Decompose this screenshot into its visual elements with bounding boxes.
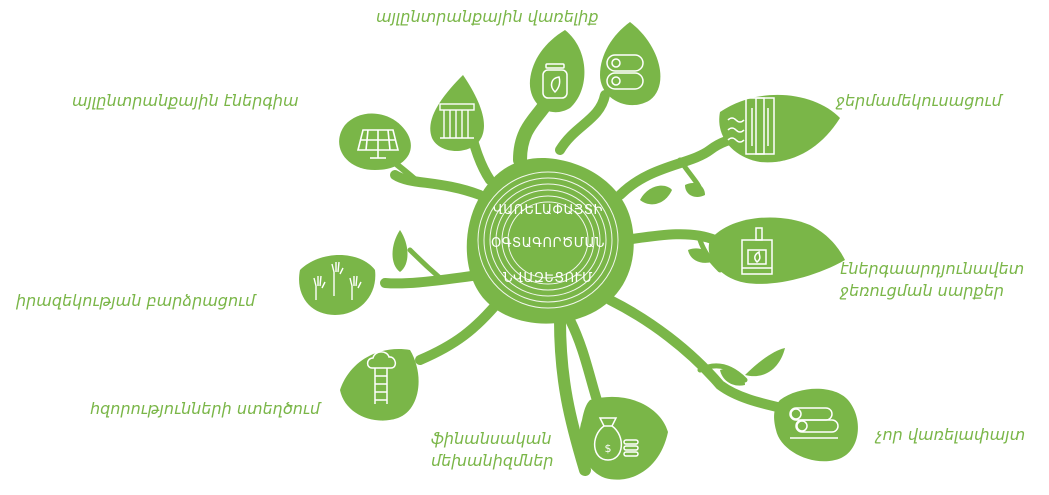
leaf-solar-collector xyxy=(430,75,484,152)
label-financial-mechanisms-line2: մեխանիզմներ xyxy=(431,451,554,470)
leaf-insulation xyxy=(719,94,840,163)
money-bag-icon: $ xyxy=(594,417,639,461)
label-alternative-fuel: այլընտրանքային վառելիք xyxy=(376,7,599,26)
leaf-solar-panel xyxy=(339,113,411,170)
leaf-raised-hands xyxy=(299,255,376,315)
label-efficient-stoves: էներգաարդյունավետ ջեռուցման սարքեր xyxy=(840,258,1024,302)
leaf-ladder-cloud xyxy=(340,349,419,421)
label-efficient-stoves-line1: էներգաարդյունավետ xyxy=(840,259,1025,278)
center-title-line3: ՆՎԱԶԵՑՈՒՄ xyxy=(503,271,593,286)
center-wood-slice: ՎԱՌԵԼԱՓԱՅՏԻ ՕԳՏԱԳՈՐԾՄԱՆ ՆՎԱԶԵՑՈՒՄ xyxy=(466,157,634,324)
label-efficient-stoves-line2: ջեռուցման սարքեր xyxy=(840,281,1005,300)
center-title-line2: ՕԳՏԱԳՈՐԾՄԱՆ xyxy=(491,236,605,251)
stove-icon xyxy=(741,227,773,275)
firewood-logs-icon xyxy=(789,407,839,439)
pellets-icon xyxy=(606,54,644,90)
label-awareness: իրազեկության բարձրացում xyxy=(16,291,256,310)
label-insulation: ջերմամեկուսացում xyxy=(836,91,1002,110)
leaf-gas-cylinder xyxy=(529,30,585,113)
ladder-cloud-icon xyxy=(366,351,397,404)
leaf-firewood xyxy=(774,388,858,462)
leaf-money-bag: $ xyxy=(579,396,668,480)
solar-panel-icon xyxy=(356,129,400,159)
svg-text:$: $ xyxy=(605,442,612,455)
center-title-line1: ՎԱՌԵԼԱՓԱՅՏԻ xyxy=(493,203,603,218)
wall-insulation-icon xyxy=(727,97,775,155)
leaf-stove xyxy=(708,217,845,284)
gas-cylinder-icon xyxy=(542,63,568,99)
label-alternative-energy: այլընտրանքային էներգիա xyxy=(72,91,299,110)
label-capacity-building: հզորությունների ստեղծում xyxy=(90,399,321,418)
label-dry-firewood: չոր վառելափայտ xyxy=(876,425,1026,444)
label-financial-mechanisms: ֆինանսական մեխանիզմներ xyxy=(431,428,554,472)
solar-collector-icon xyxy=(439,103,475,139)
decorative-leaves xyxy=(392,183,785,386)
label-financial-mechanisms-line1: ֆինանսական xyxy=(431,429,552,448)
raised-hands-icon xyxy=(313,261,362,300)
leaf-pellets xyxy=(600,22,661,106)
